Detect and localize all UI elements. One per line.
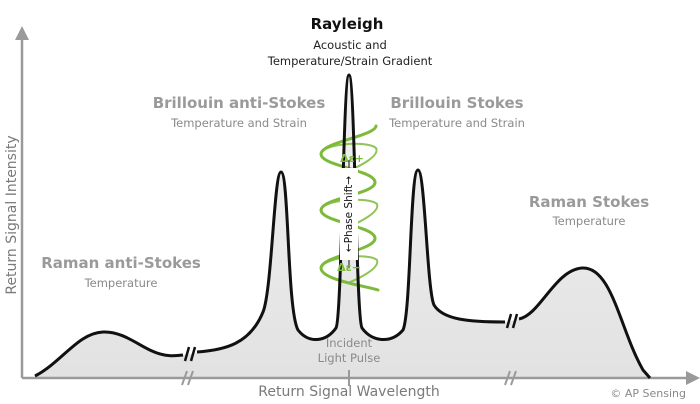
x-axis-label: Return Signal Wavelength: [258, 384, 440, 400]
x-axis-break-icon: [181, 370, 194, 386]
brillouin-stokes-title: Brillouin Stokes: [390, 94, 524, 112]
delta-epsilon-plus: Δε+: [340, 152, 364, 165]
curve-break-icon: [183, 346, 197, 362]
rayleigh-line1: Acoustic and: [313, 38, 387, 52]
y-axis-arrow-icon: [15, 26, 29, 40]
phase-shift-backdrop: [340, 168, 358, 260]
rayleigh-title: Rayleigh: [310, 15, 384, 33]
x-axis-arrow-icon: [686, 371, 700, 385]
y-axis-label: Return Signal Intensity: [4, 135, 20, 295]
incident-line1: Incident: [325, 336, 373, 350]
rayleigh-line2: Temperature/Strain Gradient: [267, 54, 433, 68]
incident-line2: Light Pulse: [317, 351, 381, 365]
phase-helix-icon: [319, 124, 380, 292]
brillouin-anti-stokes-subtitle: Temperature and Strain: [171, 116, 307, 130]
phase-shift-label: ←Phase Shift→: [343, 175, 355, 253]
curve-break-icon: [505, 313, 519, 329]
brillouin-anti-stokes-title: Brillouin anti-Stokes: [152, 94, 326, 112]
spectrum-curve: [34, 73, 652, 379]
raman-stokes-title: Raman Stokes: [528, 193, 650, 211]
copyright-text: © AP Sensing: [610, 387, 686, 400]
raman-stokes-subtitle: Temperature: [552, 214, 626, 228]
raman-anti-stokes-title: Raman anti-Stokes: [41, 254, 201, 272]
raman-anti-stokes-subtitle: Temperature: [84, 276, 158, 290]
x-axis-break-icon: [504, 370, 517, 386]
brillouin-stokes-subtitle: Temperature and Strain: [389, 116, 525, 130]
delta-epsilon-minus: Δε−: [337, 261, 361, 274]
